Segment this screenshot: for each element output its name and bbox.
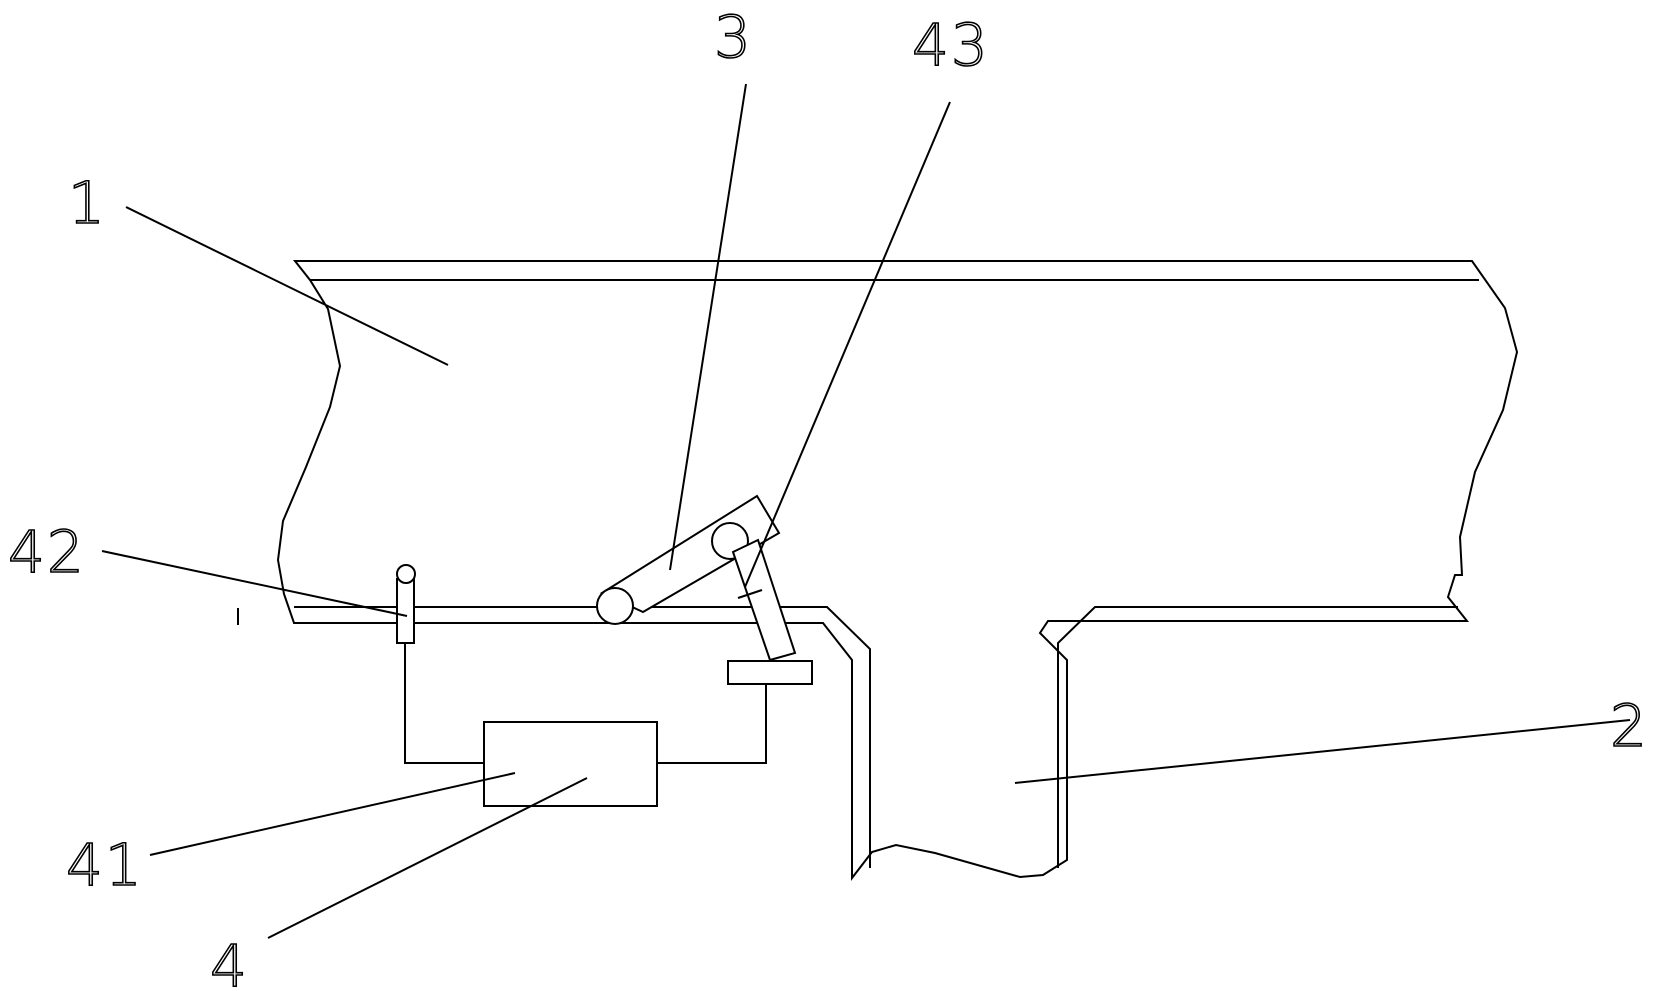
callout-43: 43 [912,11,990,79]
callout-41: 41 [66,831,144,899]
main-body-bottom-inner-line [294,606,871,868]
callout-3: 3 [714,3,753,71]
leader-41 [149,772,516,856]
roller-arm-3 [596,83,781,625]
leader-3 [669,83,747,571]
sensor-post [396,578,415,644]
outlet-2 [1014,719,1631,784]
leader-2 [1014,719,1631,784]
controller-4 [149,643,767,939]
roller-lower-circle [596,587,634,625]
controller-box [483,721,658,807]
callout-4: 4 [210,932,249,991]
wire-left [404,643,484,764]
leader-4 [267,777,588,939]
callout-2: 2 [1610,692,1649,760]
leader-43 [744,101,951,588]
actuator-rod-split [737,589,763,599]
callout-1: 1 [68,169,107,237]
main-body-right-inner-line [1057,606,1458,868]
main-body-1 [276,260,1519,881]
actuator-base-plate [727,660,813,685]
main-body-outline [276,260,1519,881]
leader-1 [125,206,449,366]
sensor-head [396,564,416,584]
callout-42: 42 [8,518,86,586]
leader-42 [101,550,408,617]
sensor-42 [101,550,416,644]
actuator-rod [731,538,797,662]
wire-right [657,684,767,764]
actuator-43 [727,101,951,685]
